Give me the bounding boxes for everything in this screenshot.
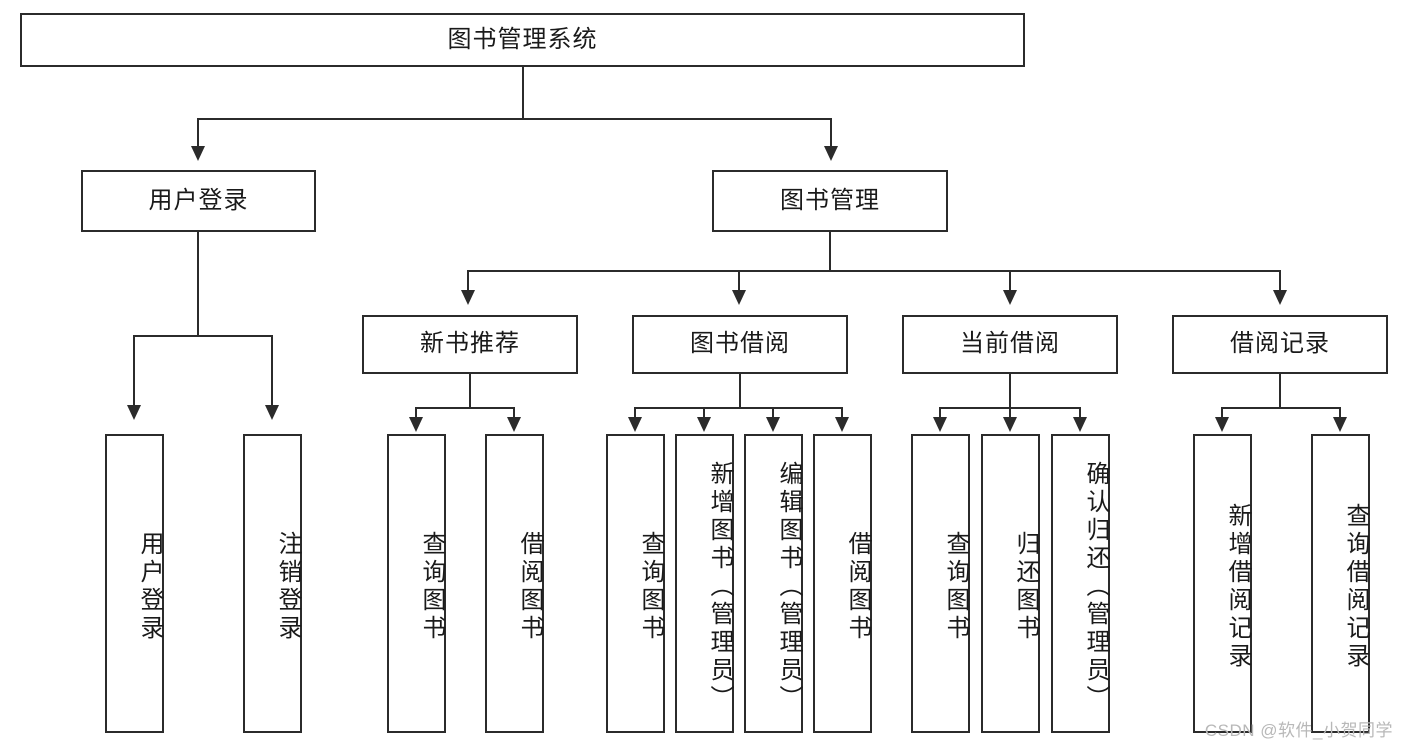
arrow-to-leaf-borrow-book-2 [835,417,849,432]
node-label: 新书推荐 [420,330,520,358]
csdn-watermark: CSDN @软件_小贺同学 [1204,721,1393,740]
leaf-borrow-book-2[interactable]: 借阅图书 [813,434,872,733]
leaf-return-book[interactable]: 归还图书 [981,434,1040,733]
leaf-add-book-admin[interactable]: 新增图书（管理员） [675,434,734,733]
arrow-to-leaf-add-borrow-record [1215,417,1229,432]
edge-user-login-to-leaf-1 [133,335,135,407]
arrow-to-leaf-user-login [127,405,141,420]
edge-book-management-bar [468,270,1280,272]
arrow-to-leaf-add-book-admin [697,417,711,432]
node-current-borrow[interactable]: 当前借阅 [902,315,1118,374]
edge-br-stem [1279,374,1281,408]
leaf-query-borrow-record[interactable]: 查询借阅记录 [1311,434,1370,733]
node-label: 新增借阅记录 [1224,502,1251,671]
edge-bb-bar [635,407,842,409]
node-label: 新增图书（管理员） [706,460,733,713]
leaf-confirm-return-admin[interactable]: 确认归还（管理员） [1051,434,1110,733]
arrow-to-leaf-edit-book-admin [766,417,780,432]
arrow-to-leaf-query-book-2 [628,417,642,432]
node-label: 查询借阅记录 [1342,502,1369,671]
leaf-query-book-3[interactable]: 查询图书 [911,434,970,733]
node-label: 查询图书 [418,530,445,643]
node-new-book-recommend[interactable]: 新书推荐 [362,315,578,374]
edge-bm-to-book-borrow [738,270,740,292]
edge-user-login-to-leaf-2 [271,335,273,407]
leaf-add-borrow-record[interactable]: 新增借阅记录 [1193,434,1252,733]
node-user-login[interactable]: 用户登录 [81,170,316,232]
edge-book-management-stem [829,232,831,272]
node-label: 用户登录 [136,530,163,643]
edge-bb-stem [739,374,741,408]
edge-cb-to-leaf-3 [1079,407,1081,419]
node-label: 确认归还（管理员） [1082,460,1109,713]
edge-root-stem [522,67,524,119]
edge-nbr-bar [416,407,515,409]
edge-bb-to-leaf-2 [703,407,705,419]
arrow-to-borrow-record [1273,290,1287,305]
node-borrow-record[interactable]: 借阅记录 [1172,315,1388,374]
leaf-query-book-1[interactable]: 查询图书 [387,434,446,733]
node-label: 当前借阅 [960,330,1060,358]
edge-user-login-stem [197,232,199,336]
node-label: 借阅记录 [1230,330,1330,358]
leaf-query-book-2[interactable]: 查询图书 [606,434,665,733]
edge-bm-to-new-book [467,270,469,292]
edge-root-to-book-management [830,118,832,148]
edge-root-to-user-login [197,118,199,148]
node-label: 归还图书 [1012,530,1039,643]
arrow-to-leaf-query-borrow-record [1333,417,1347,432]
arrow-to-leaf-logout-login [265,405,279,420]
node-label: 查询图书 [942,530,969,643]
edge-nbr-to-leaf-1 [415,407,417,419]
arrow-to-leaf-borrow-book-1 [507,417,521,432]
node-label: 借阅图书 [516,530,543,643]
edge-br-to-leaf-2 [1339,407,1341,419]
node-label: 编辑图书（管理员） [775,460,802,713]
edge-cb-to-leaf-1 [939,407,941,419]
node-label: 注销登录 [274,530,301,643]
arrow-to-leaf-return-book [1003,417,1017,432]
leaf-user-login[interactable]: 用户登录 [105,434,164,733]
node-book-management-system[interactable]: 图书管理系统 [20,13,1025,67]
edge-bb-to-leaf-1 [634,407,636,419]
edge-br-to-leaf-1 [1221,407,1223,419]
arrow-to-current-borrow [1003,290,1017,305]
edge-bb-to-leaf-3 [772,407,774,419]
node-book-management[interactable]: 图书管理 [712,170,948,232]
edge-nbr-stem [469,374,471,408]
leaf-edit-book-admin[interactable]: 编辑图书（管理员） [744,434,803,733]
arrow-to-book-management [824,146,838,161]
node-book-borrow[interactable]: 图书借阅 [632,315,848,374]
node-label: 图书管理 [780,186,880,214]
arrow-to-leaf-query-book-1 [409,417,423,432]
edge-user-login-bar [134,335,273,337]
edge-bm-to-current-borrow [1009,270,1011,292]
edge-br-bar [1222,407,1340,409]
node-label: 用户登录 [148,186,249,214]
edge-cb-stem [1009,374,1011,408]
edge-bb-to-leaf-4 [841,407,843,419]
arrow-to-new-book-recommend [461,290,475,305]
edge-root-bar [198,118,832,120]
edge-nbr-to-leaf-2 [513,407,515,419]
edge-cb-to-leaf-2 [1009,407,1011,419]
arrow-to-leaf-confirm-return-admin [1073,417,1087,432]
leaf-borrow-book-1[interactable]: 借阅图书 [485,434,544,733]
node-label: 图书借阅 [690,330,790,358]
leaf-logout-login[interactable]: 注销登录 [243,434,302,733]
node-label: 借阅图书 [844,530,871,643]
arrow-to-book-borrow [732,290,746,305]
arrow-to-leaf-query-book-3 [933,417,947,432]
node-label: 查询图书 [637,530,664,643]
node-label: 图书管理系统 [447,25,598,53]
edge-bm-to-borrow-record [1279,270,1281,292]
arrow-to-user-login [191,146,205,161]
